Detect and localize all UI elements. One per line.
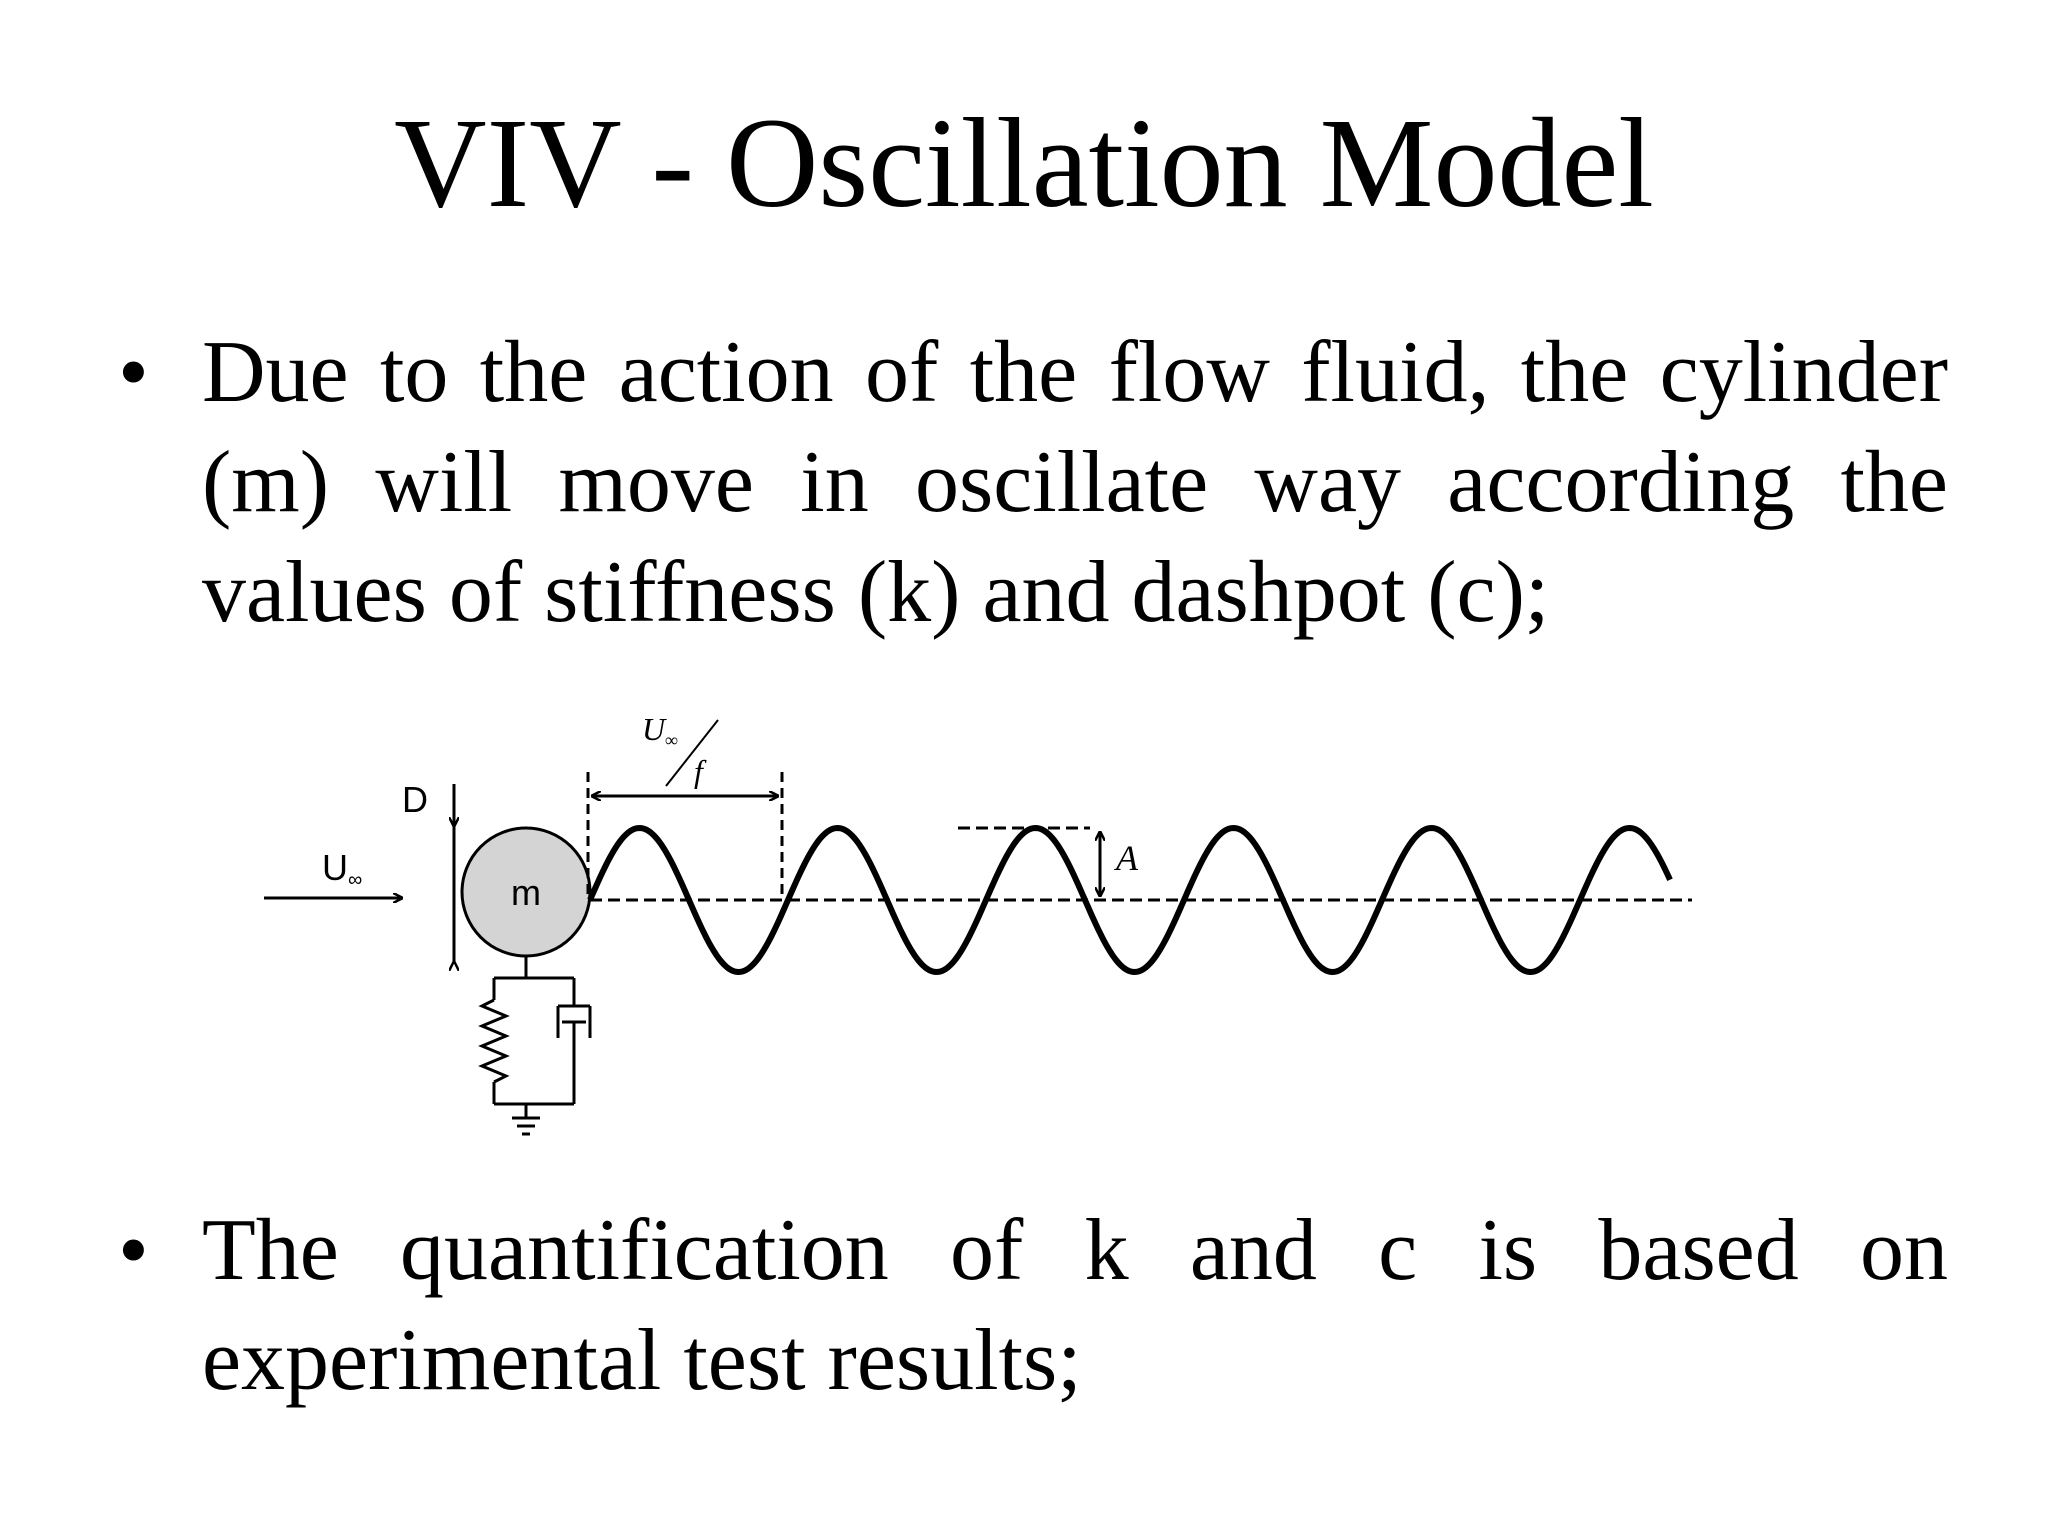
slide-title: VIV - Oscillation Model xyxy=(394,92,1654,234)
fraction-slash xyxy=(665,719,719,787)
wavelength-numerator: U∞ xyxy=(642,711,678,750)
oscillation-wave xyxy=(587,825,1673,975)
diameter-indicator: D xyxy=(402,779,454,964)
flow-velocity: U∞ xyxy=(264,847,402,898)
bullet-text: The quantification of k and c is based o… xyxy=(202,1202,1948,1409)
spring-dashpot-support xyxy=(478,956,592,1136)
bullet-dot: • xyxy=(118,1202,149,1299)
wavelength-indicator: U∞ f xyxy=(586,711,784,896)
bullet-item: • Due to the action of the flow fluid, t… xyxy=(118,318,1948,648)
viv-oscillation-diagram: U∞ D m xyxy=(264,711,1692,1136)
amplitude-label: A xyxy=(1114,838,1139,878)
amplitude-indicator: A xyxy=(958,826,1139,896)
bullet-dot: • xyxy=(118,324,149,421)
bullet-text: Due to the action of the flow fluid, the… xyxy=(202,324,1948,641)
dashpot-icon xyxy=(556,1004,592,1104)
flow-label: U∞ xyxy=(322,847,362,891)
spring-icon xyxy=(478,998,510,1084)
bullet-item: • The quantification of k and c is based… xyxy=(118,1196,1948,1416)
mass-label: m xyxy=(511,872,541,913)
ground-icon xyxy=(512,1116,540,1136)
diameter-label: D xyxy=(402,779,428,820)
wavelength-denominator: f xyxy=(694,753,707,789)
cylinder-mass: m xyxy=(460,826,592,958)
